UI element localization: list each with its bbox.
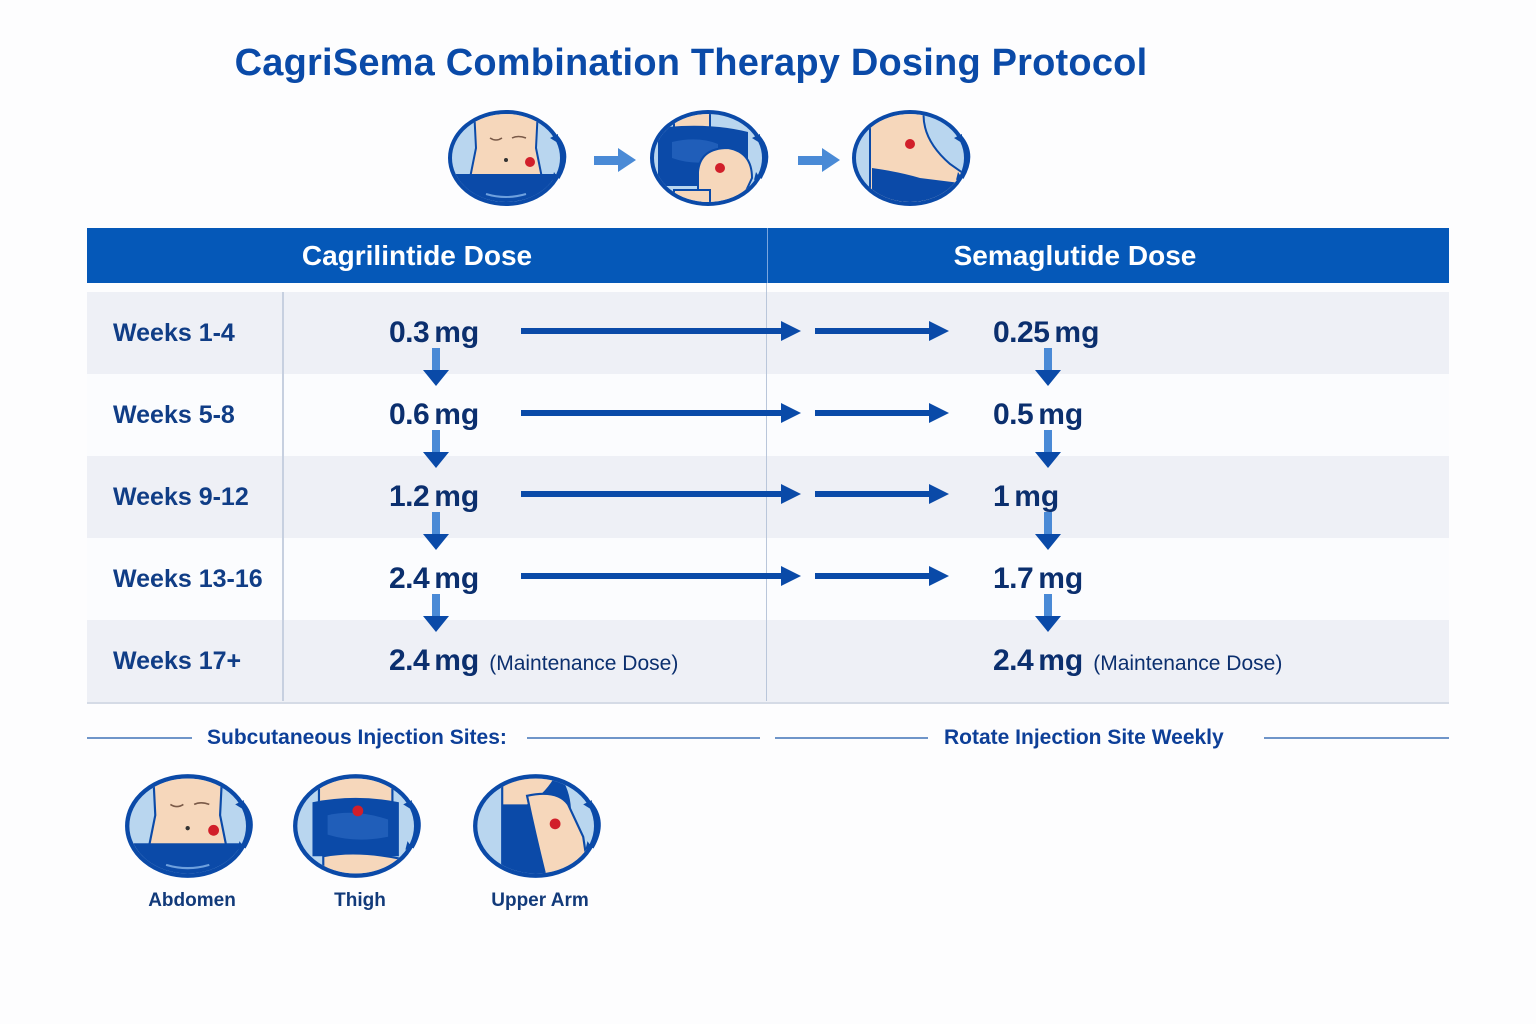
- divider-line: [87, 737, 192, 739]
- escalation-arrow-icon: [1033, 512, 1063, 552]
- page-title: CagriSema Combination Therapy Dosing Pro…: [234, 42, 1148, 84]
- escalation-arrow-icon: [421, 430, 451, 470]
- week-range: Weeks 1-4: [113, 319, 235, 347]
- divider-line: [775, 737, 928, 739]
- dosing-table: Cagrilintide Dose Semaglutide Dose Weeks…: [87, 228, 1449, 704]
- dose-pair-arrow-icon: [521, 566, 949, 586]
- site-label: Thigh: [334, 890, 386, 911]
- site-label: Abdomen: [148, 890, 236, 911]
- rotate-site-label: Rotate Injection Site Weekly: [944, 726, 1224, 749]
- injection-sites-label: Subcutaneous Injection Sites:: [207, 726, 507, 749]
- week-range: Weeks 5-8: [113, 401, 235, 429]
- injection-rotation-sequence: [446, 108, 1006, 208]
- header-divider: [767, 228, 768, 283]
- escalation-arrow-icon: [1033, 594, 1063, 634]
- escalation-arrow-icon: [1033, 348, 1063, 388]
- table-header: Cagrilintide Dose Semaglutide Dose: [87, 228, 1449, 283]
- dose-pair-arrow-icon: [521, 484, 949, 504]
- right-arrow-icon: [594, 148, 636, 172]
- week-range: Weeks 9-12: [113, 483, 249, 511]
- site-thigh: Thigh: [290, 772, 430, 922]
- week-range: Weeks 13-16: [113, 565, 263, 593]
- thigh-site-icon: [648, 108, 776, 208]
- header-semaglutide: Semaglutide Dose: [953, 240, 1197, 271]
- site-abdomen: Abdomen: [122, 772, 262, 922]
- week-range: Weeks 17+: [113, 647, 242, 675]
- escalation-arrow-icon: [421, 348, 451, 388]
- divider-line: [1264, 737, 1449, 739]
- escalation-arrow-icon: [421, 512, 451, 552]
- abdomen-site-icon: [446, 108, 574, 208]
- header-cagrilintide: Cagrilintide Dose: [301, 240, 533, 271]
- escalation-arrow-icon: [421, 594, 451, 634]
- upper-arm-site-icon: [470, 772, 610, 880]
- escalation-arrow-icon: [1033, 430, 1063, 470]
- site-label: Upper Arm: [491, 890, 589, 911]
- upper-arm-site-icon: [850, 108, 978, 208]
- thigh-site-icon: [290, 772, 430, 880]
- divider-line: [527, 737, 760, 739]
- dose-pair-arrow-icon: [521, 403, 949, 423]
- abdomen-site-icon: [122, 772, 262, 880]
- column-divider: [282, 292, 284, 701]
- right-arrow-icon: [798, 148, 840, 172]
- site-upper-arm: Upper Arm: [470, 772, 610, 922]
- dose-pair-arrow-icon: [521, 321, 949, 341]
